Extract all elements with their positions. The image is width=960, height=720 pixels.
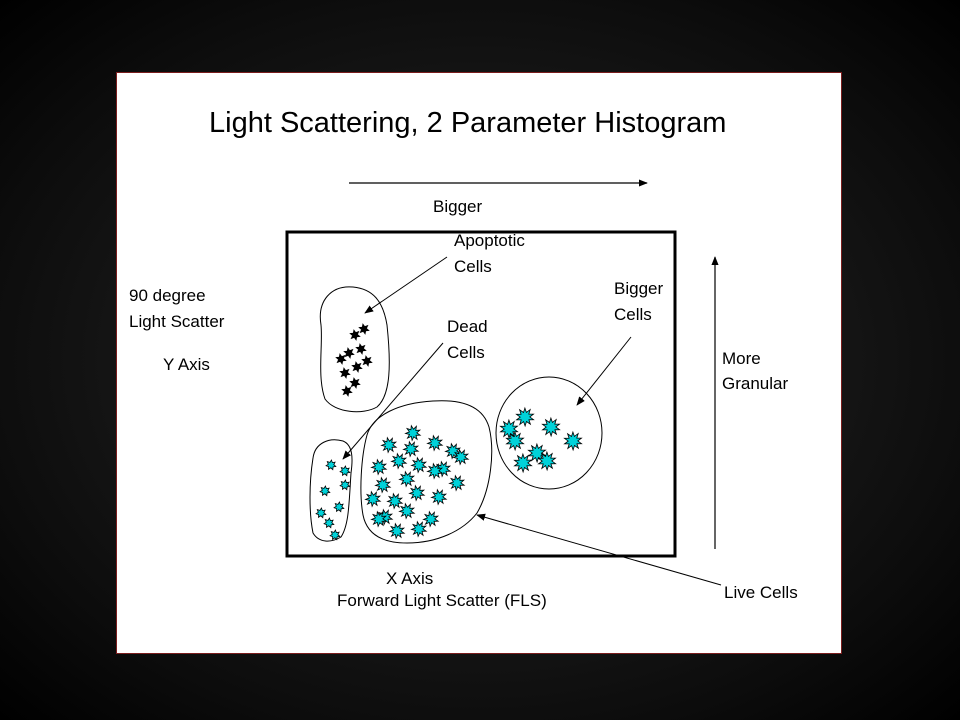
bigger-cell (541, 416, 561, 438)
live-cell (448, 474, 466, 492)
apoptotic-cell (343, 347, 355, 359)
live-pointer (476, 513, 722, 586)
apoptotic-cell (341, 385, 353, 397)
live-cell (398, 470, 416, 488)
apoptotic-cell (355, 343, 367, 355)
y-axis-desc-line1: 90 degree (129, 286, 206, 305)
live-cells-label: Live Cells (724, 583, 798, 602)
bigger-cells-pointer (576, 336, 632, 406)
apoptotic-cell (351, 361, 363, 373)
page-title: Light Scattering, 2 Parameter Histogram (209, 107, 727, 139)
live-cell (452, 448, 470, 466)
live-cell (430, 488, 448, 506)
bigger-cells-label-line1: Bigger (614, 279, 664, 298)
live-cell (402, 440, 420, 458)
plot-frame (285, 230, 677, 558)
apoptotic-cell (358, 323, 370, 335)
y-axis-label: Y Axis (163, 355, 210, 374)
dead-label-line2: Cells (447, 343, 485, 362)
dead-cluster-outline (309, 439, 353, 542)
bigger-cell (499, 418, 519, 440)
live-cell (370, 458, 388, 476)
bigger-cluster-outline (495, 376, 603, 490)
apoptotic-label-line2: Cells (454, 257, 492, 276)
live-cell (426, 434, 444, 452)
cell-markers (315, 323, 583, 541)
histogram-diagram (285, 179, 722, 586)
dead-cell (323, 517, 335, 529)
apoptotic-cell (349, 377, 361, 389)
live-cell (364, 490, 382, 508)
more-granular-line2: Granular (722, 374, 789, 393)
bigger-cell (527, 442, 547, 464)
y-axis-desc-line2: Light Scatter (129, 312, 225, 331)
bigger-cell (505, 430, 525, 452)
bigger-cell (563, 430, 583, 452)
x-axis-desc: Forward Light Scatter (FLS) (337, 591, 547, 610)
apoptotic-label-line1: Apoptotic (454, 231, 525, 250)
slide: Light Scattering, 2 Parameter Histogram … (116, 72, 842, 654)
live-cell (410, 520, 428, 538)
dead-cell (325, 459, 337, 471)
x-axis-label: X Axis (386, 569, 434, 588)
apoptotic-pointer (364, 256, 448, 314)
live-cell (444, 442, 462, 460)
live-cluster-outline (360, 400, 493, 544)
live-cell (408, 484, 426, 502)
live-cell (426, 462, 444, 480)
live-cell (374, 476, 392, 494)
bigger-cell (537, 450, 557, 472)
apoptotic-cell (361, 355, 373, 367)
live-cell (388, 522, 406, 540)
bigger-cells-label-line2: Cells (614, 305, 652, 324)
apoptotic-cluster-outline (319, 286, 390, 413)
dead-cell (329, 529, 341, 541)
dead-pointer (342, 342, 444, 460)
live-cell (386, 492, 404, 510)
dead-cell (333, 501, 345, 513)
live-cell (380, 436, 398, 454)
apoptotic-cell (349, 329, 361, 341)
live-cell (404, 424, 422, 442)
bigger-top-label: Bigger (433, 197, 483, 216)
bigger-cell (515, 406, 535, 428)
apoptotic-cell (339, 367, 351, 379)
live-cell (410, 456, 428, 474)
dead-cell (339, 465, 351, 477)
dead-cell (315, 507, 327, 519)
dead-label-line1: Dead (447, 317, 488, 336)
live-cell (422, 510, 440, 528)
dead-cell (339, 479, 351, 491)
apoptotic-cell (335, 353, 347, 365)
bigger-cell (513, 452, 533, 474)
dead-cell (319, 485, 331, 497)
more-granular-line1: More (722, 349, 761, 368)
live-cell (390, 452, 408, 470)
live-cell (398, 502, 416, 520)
live-cell (370, 510, 388, 528)
